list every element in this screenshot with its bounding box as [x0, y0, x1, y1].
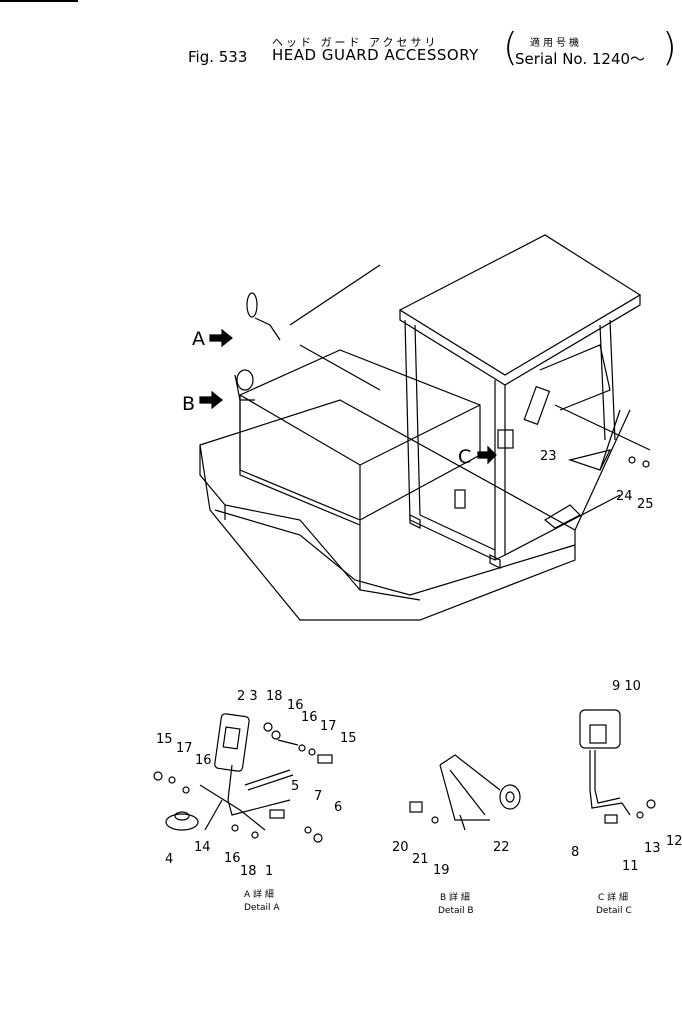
detail-c-drawing: [579, 709, 656, 824]
serial-range: Serial No. 1240～: [515, 50, 646, 68]
part-23: 23: [540, 449, 557, 464]
detail-c-caption: Detail C: [596, 906, 632, 916]
detail-b-caption-jp: B 詳 細: [440, 891, 470, 903]
serial-japanese: 適用号機: [530, 38, 582, 49]
title-japanese: ヘッド ガード アクセサリ: [272, 36, 439, 49]
detail-a-drawing: [153, 713, 333, 843]
detail-a-caption-jp: A 詳 細: [244, 888, 274, 900]
callout-C: C: [458, 446, 471, 468]
open-paren: (: [503, 25, 518, 69]
figure-title: HEAD GUARD ACCESSORY: [272, 46, 479, 64]
detail-a-part-15: 15: [340, 731, 357, 746]
detail-b-caption: Detail B: [438, 906, 474, 916]
detail-a-part-15b: 15: [156, 732, 173, 747]
detail-a-part-17b: 17: [176, 741, 193, 756]
detail-c-part-11: 11: [622, 859, 639, 874]
close-paren: ): [662, 25, 677, 69]
detail-c-part-12: 12: [666, 834, 682, 849]
detail-b-part-19: 19: [433, 863, 450, 878]
detail-a-part-1: 1: [265, 864, 273, 879]
part-24: 24: [616, 489, 633, 504]
top-rule: [0, 0, 78, 2]
detail-c-part-9-10: 9 10: [612, 679, 641, 694]
part-25: 25: [637, 497, 654, 512]
machine-body: [199, 234, 651, 621]
detail-c-part-8: 8: [571, 845, 579, 860]
detail-b-part-21: 21: [412, 852, 429, 867]
detail-a-part-6: 6: [334, 800, 342, 815]
detail-a-part-16d: 16: [224, 851, 241, 866]
detail-a-part-18b: 18: [240, 864, 257, 879]
detail-a-part-16c: 16: [195, 753, 212, 768]
detail-a-part-17: 17: [320, 719, 337, 734]
detail-a-part-5: 5: [291, 779, 299, 794]
callout-B: B: [182, 393, 195, 415]
detail-b-part-20: 20: [392, 840, 409, 855]
detail-c-caption-jp: C 詳 細: [598, 891, 628, 903]
detail-a-caption: Detail A: [244, 903, 280, 913]
detail-a-part-16b: 16: [301, 710, 318, 725]
detail-b-part-22: 22: [493, 840, 510, 855]
detail-c-part-13: 13: [644, 841, 661, 856]
detail-a-part-7: 7: [314, 789, 322, 804]
detail-a-part-14: 14: [194, 840, 211, 855]
detail-a-part-2-3: 2 3: [237, 689, 258, 704]
figure-number: Fig. 533: [188, 48, 248, 66]
callout-arrows: [199, 328, 497, 465]
detail-a-part-4: 4: [165, 852, 173, 867]
callout-A: A: [192, 328, 205, 350]
detail-a-part-16: 16: [287, 698, 304, 713]
detail-b-drawing: [409, 754, 521, 831]
detail-a-part-18: 18: [266, 689, 283, 704]
